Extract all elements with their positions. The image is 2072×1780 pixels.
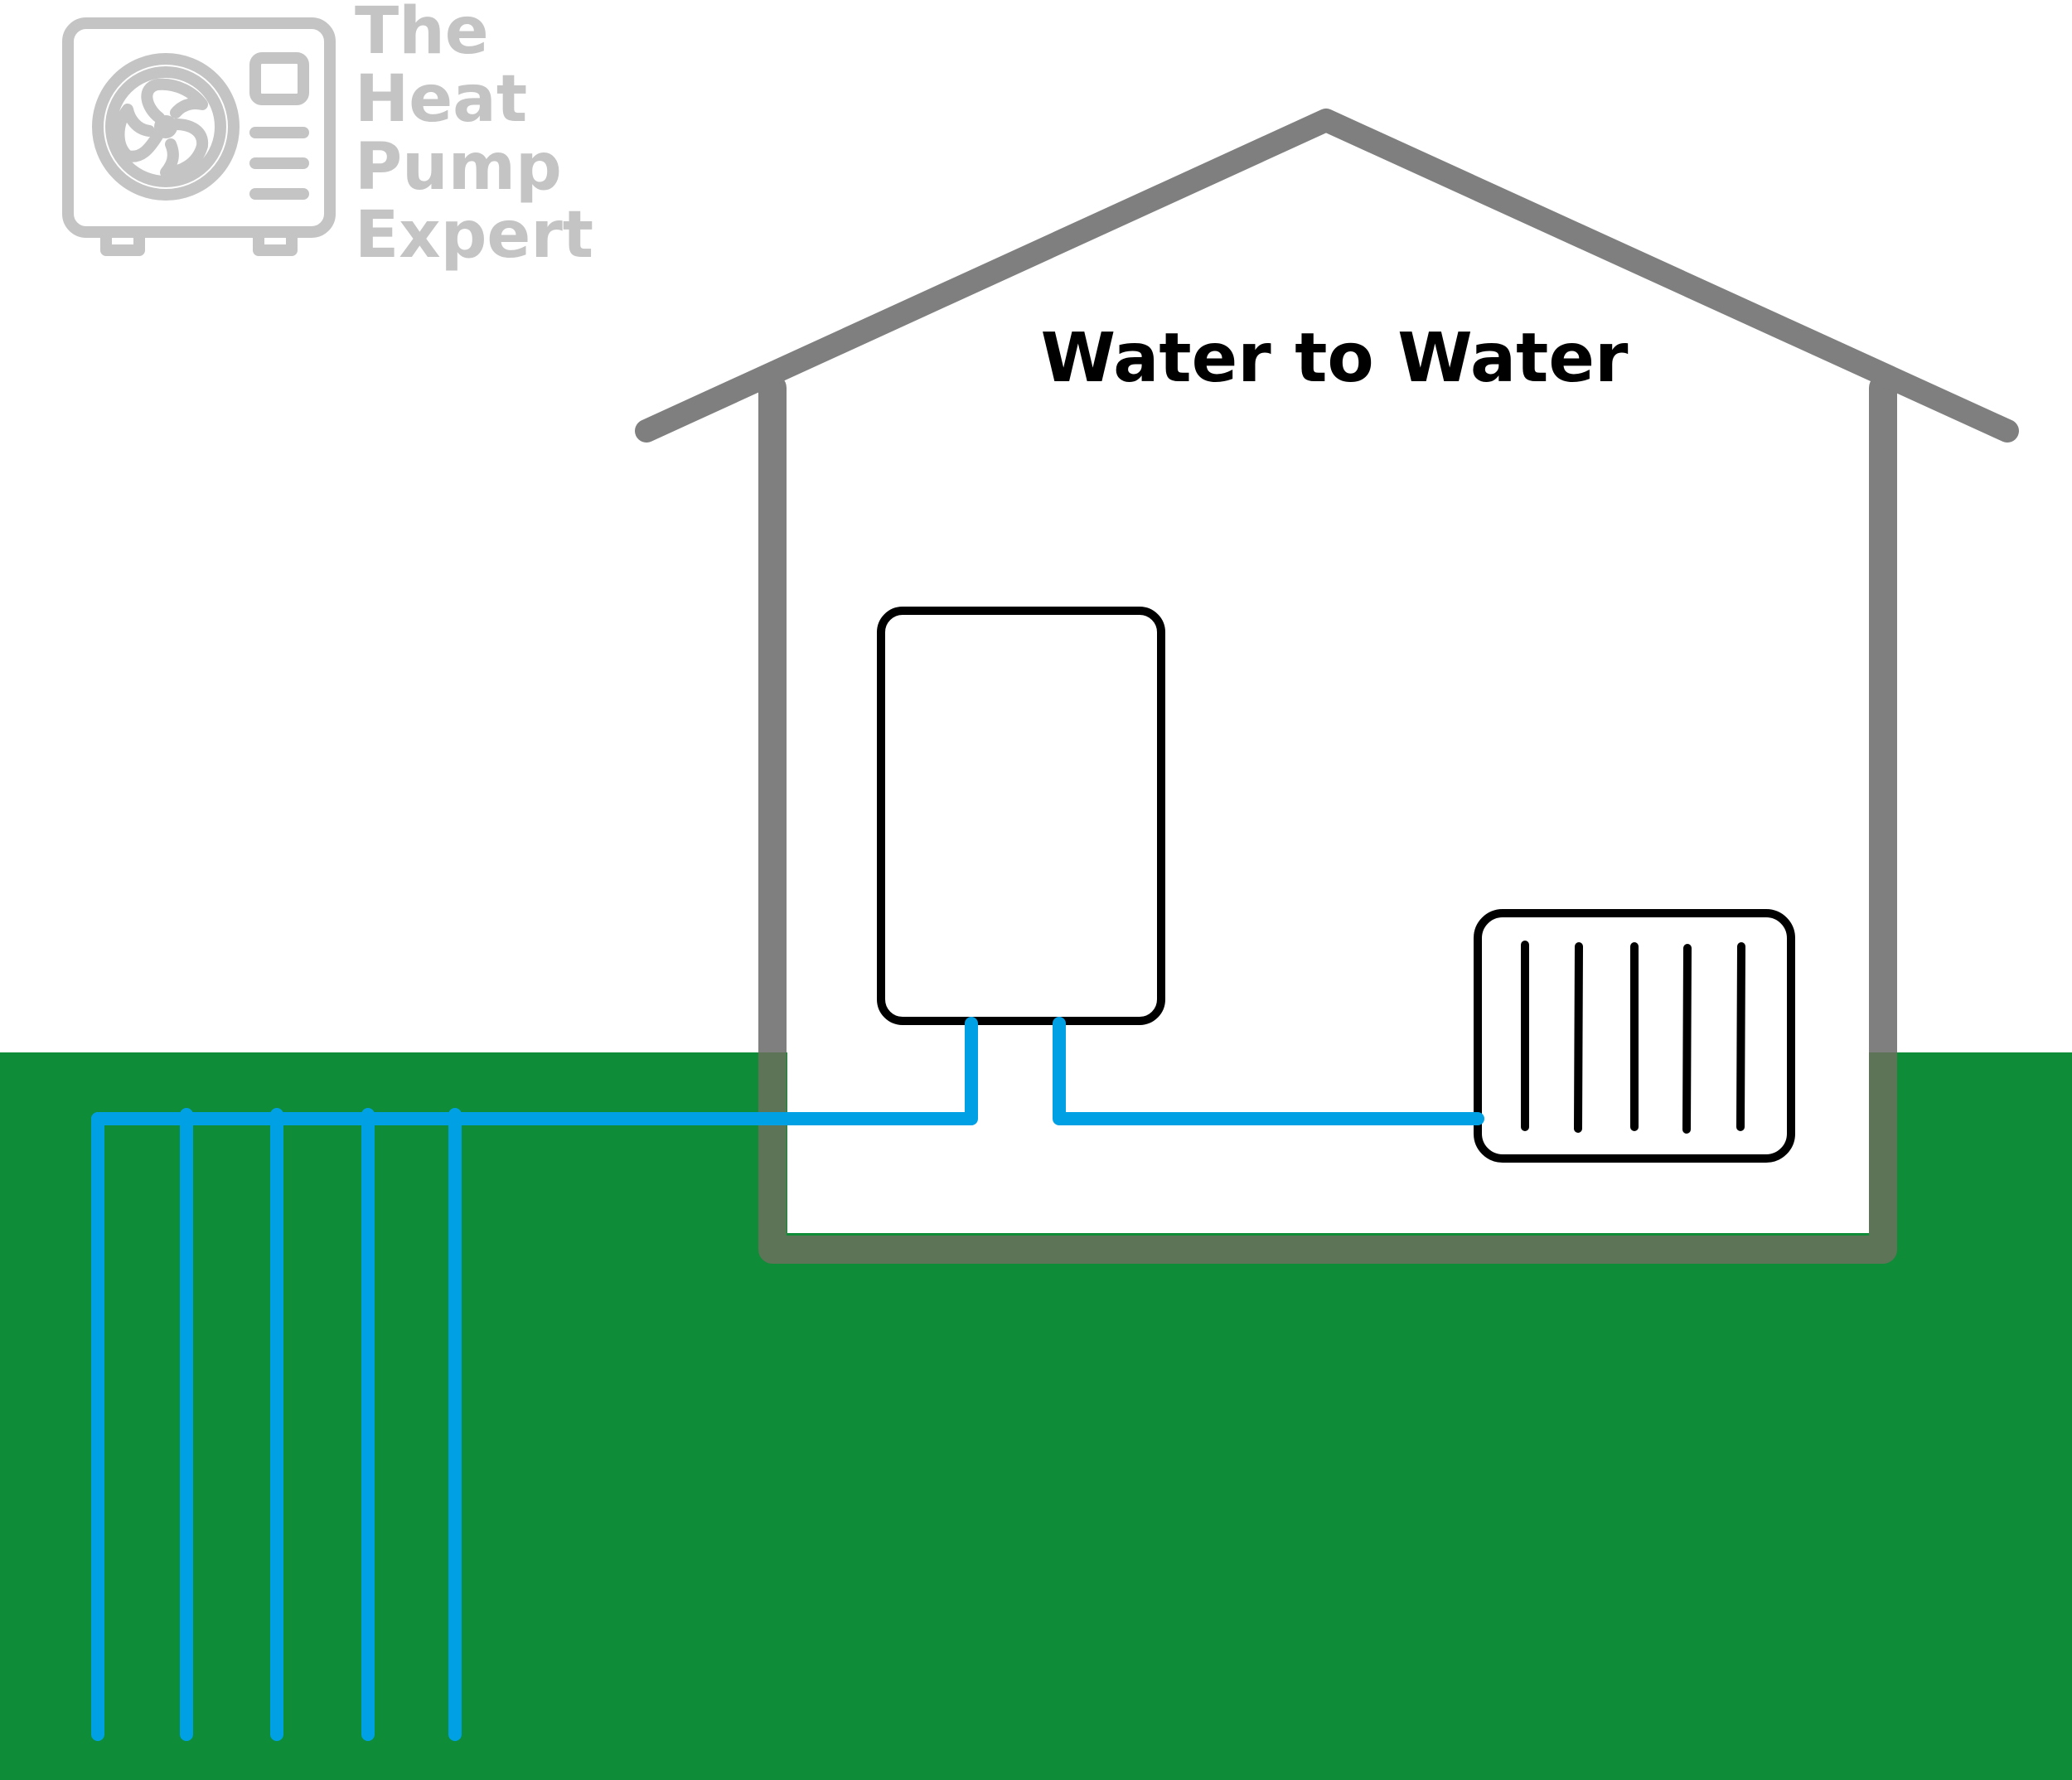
radiator-fin	[1574, 942, 1583, 1133]
radiator-fins	[1521, 941, 1745, 1134]
water-pipes	[91, 1017, 1484, 1741]
radiator-icon	[1474, 909, 1795, 1163]
house-walls	[758, 374, 1897, 1067]
heat-pump-expert-logo: The Heat Pump Expert	[62, 0, 593, 273]
logo-line-3: Pump	[355, 130, 562, 205]
logo-line-4: Expert	[355, 198, 593, 273]
radiator-fin	[1736, 942, 1745, 1131]
diagram-title: Water to Water	[1041, 319, 1629, 398]
heat-pump-unit	[877, 607, 1165, 1025]
logo-wordmark: The Heat Pump Expert	[355, 0, 593, 273]
logo-line-2: Heat	[355, 62, 527, 137]
logo-line-1: The	[355, 0, 489, 69]
house-roof	[635, 109, 2019, 443]
ground-loop-header-pipe	[91, 1017, 978, 1125]
house-foundation-outline	[758, 1052, 1897, 1264]
house-foundation	[758, 1052, 1897, 1264]
radiator-supply-pipe	[1053, 1017, 1484, 1125]
heat-pump-unit-icon	[62, 17, 336, 256]
